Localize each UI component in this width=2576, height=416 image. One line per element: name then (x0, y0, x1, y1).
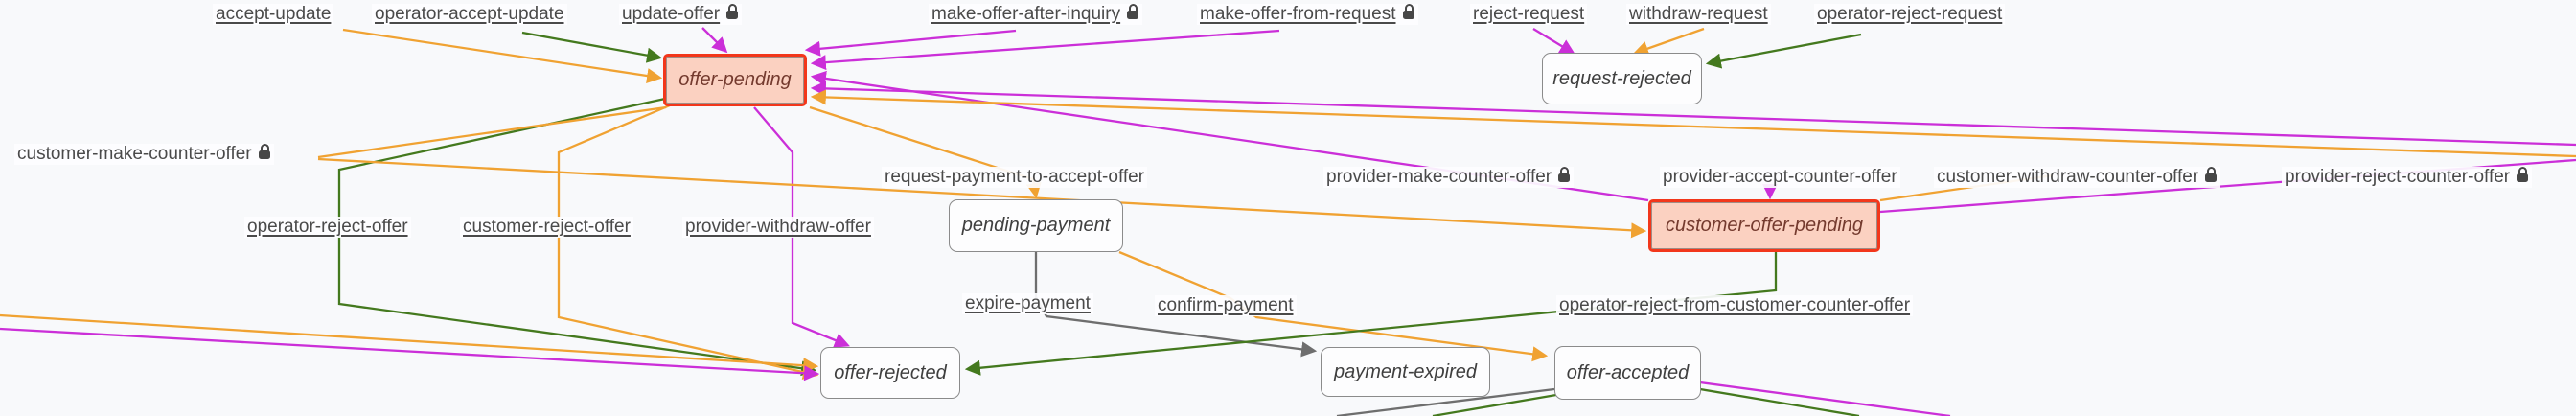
state-offer-rejected[interactable]: offer-rejected (820, 347, 960, 399)
transition-label-withdraw-request[interactable]: withdraw-request (1626, 4, 1771, 25)
transition-label-text: operator-accept-update (375, 4, 564, 24)
transition-label-text: operator-reject-from-customer-counter-of… (1559, 295, 1911, 315)
edge-make-offer-after-inquiry-arrow (804, 29, 1017, 57)
transition-label-text: request-payment-to-accept-offer (885, 167, 1145, 187)
state-offer-accepted[interactable]: offer-accepted (1554, 346, 1701, 400)
transition-label-text: accept-update (216, 4, 332, 24)
edge-left-edge-orange-into-offer-rejected (0, 313, 819, 374)
edge-operator-accept-update-arrow (521, 31, 663, 63)
edge-update-offer-arrow (702, 27, 728, 54)
lock-icon (726, 4, 739, 19)
state-label: request-rejected (1552, 67, 1691, 89)
transition-label-operator-reject-request[interactable]: operator-reject-request (1814, 4, 2006, 25)
transition-label-text: provider-reject-counter-offer (2285, 167, 2511, 187)
transition-label-text: provider-make-counter-offer (1326, 167, 1552, 187)
edge-make-offer-from-request-arrow (810, 29, 1280, 71)
state-request-rejected[interactable]: request-rejected (1542, 53, 1702, 104)
edge-long-orange-into-offer-pending (810, 89, 2576, 158)
edge-withdraw-request-arrow (1632, 27, 1705, 57)
transition-label-provider-withdraw-offer[interactable]: provider-withdraw-offer (682, 217, 874, 238)
transition-label-reject-request[interactable]: reject-request (1470, 4, 1588, 25)
transition-label-text: customer-reject-offer (463, 217, 631, 237)
edge-reject-request-arrow (1532, 28, 1576, 55)
edge-long-magenta-into-offer-pending (810, 81, 2576, 147)
edge-offer-accepted-out-gray-left (1336, 387, 1555, 416)
state-label: customer-offer-pending (1665, 215, 1864, 236)
transition-label-text: withdraw-request (1629, 4, 1768, 24)
transition-label-update-offer[interactable]: update-offer (619, 4, 743, 25)
edge-provider-withdraw-offer-path (753, 106, 850, 348)
transition-label-text: customer-make-counter-offer (17, 144, 252, 164)
transition-label-text: provider-accept-counter-offer (1663, 167, 1898, 187)
edge-offer-accepted-out-green-left (1432, 393, 1557, 416)
transition-label-operator-reject-from-customer-counter-offer[interactable]: operator-reject-from-customer-counter-of… (1556, 295, 1914, 316)
state-label: offer-accepted (1566, 361, 1690, 383)
lock-icon (1127, 4, 1139, 19)
state-label: offer-pending (678, 69, 792, 90)
lock-icon (258, 144, 271, 159)
transition-label-make-offer-from-request[interactable]: make-offer-from-request (1197, 4, 1418, 25)
transition-label-text: operator-reject-offer (247, 217, 408, 237)
transition-label-operator-accept-update[interactable]: operator-accept-update (372, 4, 567, 25)
lock-icon (1558, 167, 1571, 182)
transition-label-request-payment-to-accept-offer[interactable]: request-payment-to-accept-offer (882, 167, 1148, 188)
lock-icon (2517, 167, 2529, 182)
lock-icon (2205, 167, 2218, 182)
edge-operator-reject-from-customer-counter-offer-path (964, 252, 1778, 376)
transition-label-text: reject-request (1473, 4, 1585, 24)
state-label: offer-rejected (834, 361, 947, 383)
transition-label-text: customer-withdraw-counter-offer (1937, 167, 2199, 187)
transition-label-text: make-offer-after-inquiry (932, 4, 1121, 24)
transition-label-text: expire-payment (965, 293, 1091, 313)
transition-label-make-offer-after-inquiry[interactable]: make-offer-after-inquiry (929, 4, 1143, 25)
state-payment-expired[interactable]: payment-expired (1321, 347, 1490, 397)
transition-label-text: update-offer (622, 4, 721, 24)
transition-label-text: provider-withdraw-offer (685, 217, 871, 237)
transition-label-provider-reject-counter-offer[interactable]: provider-reject-counter-offer (2282, 167, 2533, 188)
transition-label-text: make-offer-from-request (1200, 4, 1396, 24)
transition-label-customer-make-counter-offer[interactable]: customer-make-counter-offer (14, 144, 274, 165)
edge-customer-make-counter-offer-connector (317, 105, 667, 159)
state-pending-payment[interactable]: pending-payment (949, 199, 1123, 252)
transition-label-text: confirm-payment (1158, 295, 1294, 315)
edge-accept-update-arrow (342, 28, 663, 84)
transition-label-customer-withdraw-counter-offer[interactable]: customer-withdraw-counter-offer (1934, 167, 2221, 188)
transition-label-expire-payment[interactable]: expire-payment (962, 293, 1093, 314)
edge-customer-reject-offer-path (557, 104, 819, 381)
transition-label-accept-update[interactable]: accept-update (213, 4, 334, 25)
transition-label-operator-reject-offer[interactable]: operator-reject-offer (244, 217, 411, 238)
state-customer-offer-pending[interactable]: customer-offer-pending (1648, 199, 1880, 252)
transition-label-confirm-payment[interactable]: confirm-payment (1155, 295, 1297, 316)
edge-offer-accepted-out-green-right (1699, 387, 1860, 416)
transition-label-provider-accept-counter-offer[interactable]: provider-accept-counter-offer (1660, 167, 1900, 188)
lock-icon (1402, 4, 1415, 19)
transition-label-provider-make-counter-offer[interactable]: provider-make-counter-offer (1323, 167, 1575, 188)
state-label: pending-payment (961, 215, 1111, 236)
state-offer-pending[interactable]: offer-pending (663, 54, 807, 106)
edge-customer-make-counter-offer-arrow (317, 157, 1647, 239)
state-label: payment-expired (1334, 360, 1477, 382)
edge-offer-accepted-out-magenta (1699, 381, 1951, 416)
transition-label-text: operator-reject-request (1817, 4, 2003, 24)
edge-operator-reject-request-arrow (1705, 33, 1862, 69)
transition-label-customer-reject-offer[interactable]: customer-reject-offer (460, 217, 633, 238)
edge-left-edge-magenta-into-offer-rejected (0, 327, 820, 381)
